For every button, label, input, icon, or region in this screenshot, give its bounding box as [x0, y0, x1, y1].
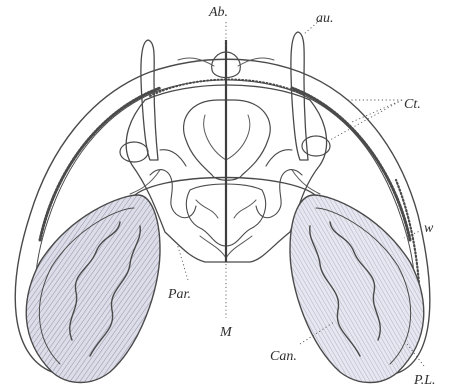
label-au: au.: [316, 11, 334, 26]
tentacle-bulb-left: [120, 142, 148, 162]
oral-lobe-left: [26, 195, 160, 383]
oral-lobe-right: [290, 195, 424, 383]
label-can: Can.: [270, 349, 297, 364]
label-ab: Ab.: [208, 5, 228, 20]
label-ct: Ct.: [404, 97, 421, 112]
label-pl: P.L.: [413, 373, 436, 388]
tentacle-sheath-left: [141, 40, 158, 160]
canal-right: [256, 150, 302, 218]
leader-par: [176, 240, 188, 280]
label-par: Par.: [167, 287, 191, 302]
label-w: w: [424, 221, 434, 236]
label-m: M: [219, 325, 233, 340]
